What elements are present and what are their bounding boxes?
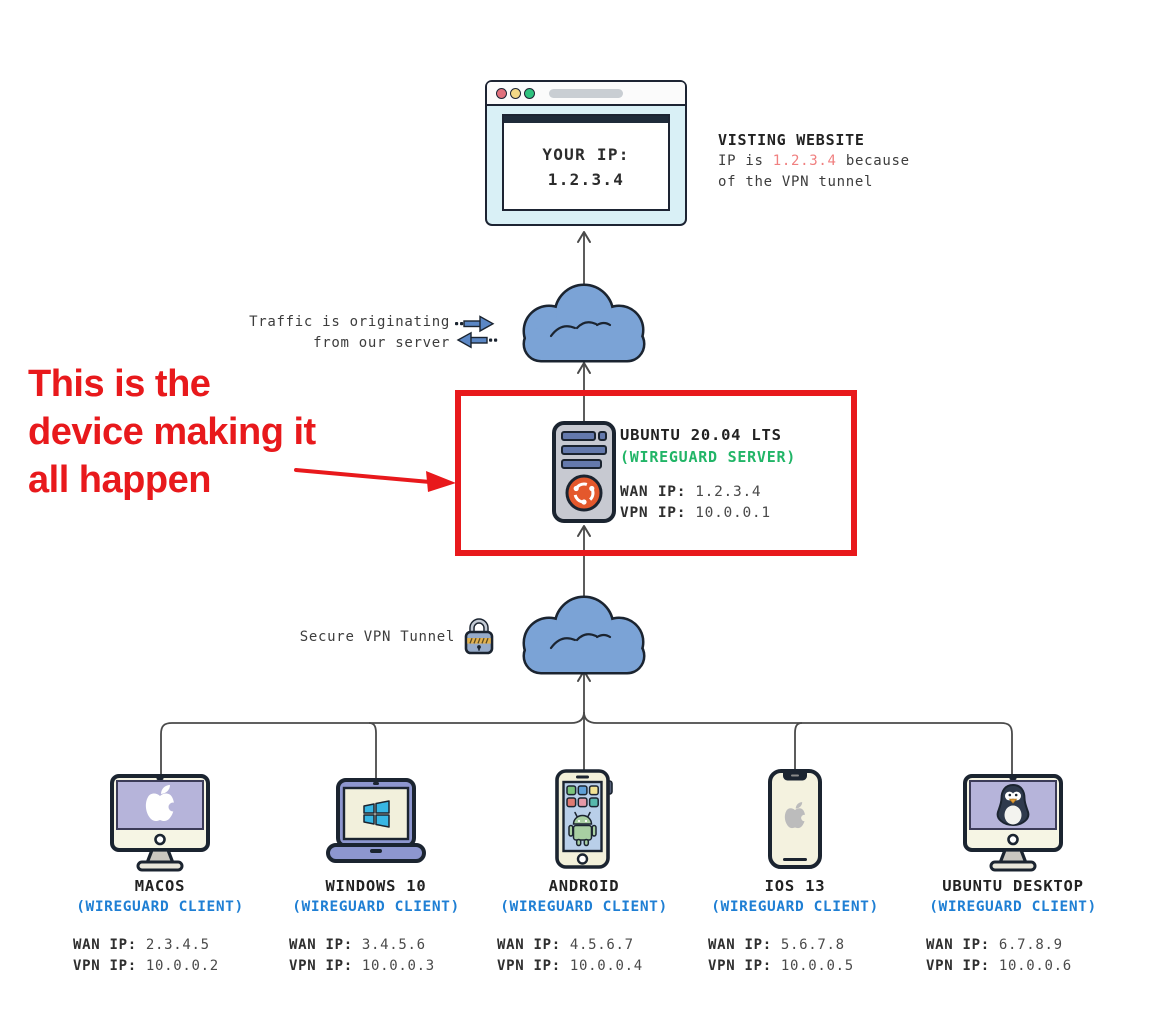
client-vpn-ip: VPN IP:10.0.0.5: [708, 958, 854, 974]
client-vpn-ip: VPN IP:10.0.0.6: [926, 958, 1072, 974]
client-wan-ip: WAN IP:6.7.8.9: [926, 937, 1063, 953]
imac-tux-icon: [963, 774, 1063, 872]
browser-titlebar: [487, 82, 685, 106]
phone-iphone-icon: [768, 769, 822, 869]
client-role: (WIREGUARD CLIENT): [711, 899, 879, 915]
server-role: (WIREGUARD SERVER): [620, 448, 797, 466]
traffic-label: Traffic is originating from our server: [205, 312, 450, 354]
traffic-light-zoom-icon: [524, 88, 535, 99]
your-ip-label: YOUR IP:: [542, 145, 630, 164]
server-wan-ip-row: WAN IP:1.2.3.4: [620, 484, 762, 500]
client-role: (WIREGUARD CLIENT): [929, 899, 1097, 915]
tunnel-label: Secure VPN Tunnel: [299, 629, 455, 645]
tux-penguin-icon: [996, 783, 1030, 827]
traffic-light-minimize-icon: [510, 88, 521, 99]
client-name: ANDROID: [548, 877, 620, 895]
client-name: IOS 13: [764, 877, 826, 895]
website-note-line1: IP is 1.2.3.4 because: [718, 153, 910, 169]
client-name: MACOS: [134, 877, 186, 895]
website-note-ip: 1.2.3.4: [772, 153, 837, 169]
client-wan-ip: WAN IP:2.3.4.5: [73, 937, 210, 953]
traffic-label-line2: from our server: [313, 335, 450, 351]
client-ios: IOS 13 (WIREGUARD CLIENT) WAN IP:5.6.7.8…: [685, 876, 905, 977]
webpage-screen: YOUR IP: 1.2.3.4: [502, 114, 670, 211]
highlight-box: [455, 390, 857, 556]
client-wan-ip: WAN IP:3.4.5.6: [289, 937, 426, 953]
imac-apple-icon: [110, 774, 210, 872]
traffic-direction-arrows-icon: [455, 315, 498, 349]
annotation-arrow-icon: [294, 468, 456, 492]
internet-cloud-upper-icon: [522, 283, 646, 363]
client-role: (WIREGUARD CLIENT): [500, 899, 668, 915]
client-name: UBUNTU DESKTOP: [942, 877, 1084, 895]
client-android: ANDROID (WIREGUARD CLIENT) WAN IP:4.5.6.…: [474, 876, 694, 977]
server-tower-ubuntu-icon: [552, 421, 616, 523]
traffic-label-line1: Traffic is originating: [249, 314, 450, 330]
website-note-title: VISTING WEBSITE: [718, 131, 865, 149]
ubuntu-logo-icon: [565, 474, 603, 512]
client-windows: WINDOWS 10 (WIREGUARD CLIENT) WAN IP:3.4…: [266, 876, 486, 977]
client-name: WINDOWS 10: [325, 877, 427, 895]
url-bar: [549, 89, 623, 98]
vpn-cloud-icon: [522, 595, 646, 675]
client-wan-ip: WAN IP:4.5.6.7: [497, 937, 634, 953]
server-info: UBUNTU 20.04 LTS (WIREGUARD SERVER) WAN …: [620, 424, 850, 524]
client-vpn-ip: VPN IP:10.0.0.4: [497, 958, 643, 974]
webpage-header-bar: [504, 116, 668, 123]
traffic-light-close-icon: [496, 88, 507, 99]
lock-icon: [464, 618, 494, 655]
server-name: UBUNTU 20.04 LTS: [620, 426, 782, 444]
client-ubuntu-desktop: UBUNTU DESKTOP (WIREGUARD CLIENT) WAN IP…: [903, 876, 1123, 977]
server-vpn-ip-row: VPN IP:10.0.0.1: [620, 505, 771, 521]
client-vpn-ip: VPN IP:10.0.0.3: [289, 958, 435, 974]
client-wan-ip: WAN IP:5.6.7.8: [708, 937, 845, 953]
your-ip-value: 1.2.3.4: [547, 170, 625, 189]
website-note-line2: of the VPN tunnel: [718, 174, 874, 190]
browser-window: YOUR IP: 1.2.3.4: [485, 80, 687, 226]
website-note: VISTING WEBSITE IP is 1.2.3.4 because of…: [718, 129, 978, 193]
client-macos: MACOS (WIREGUARD CLIENT) WAN IP:2.3.4.5 …: [50, 876, 270, 977]
client-vpn-ip: VPN IP:10.0.0.2: [73, 958, 219, 974]
annotation-text: This is the device making it all happen: [28, 363, 316, 501]
client-role: (WIREGUARD CLIENT): [292, 899, 460, 915]
client-role: (WIREGUARD CLIENT): [76, 899, 244, 915]
laptop-windows-icon: [326, 778, 426, 863]
phone-android-icon: [555, 769, 613, 869]
